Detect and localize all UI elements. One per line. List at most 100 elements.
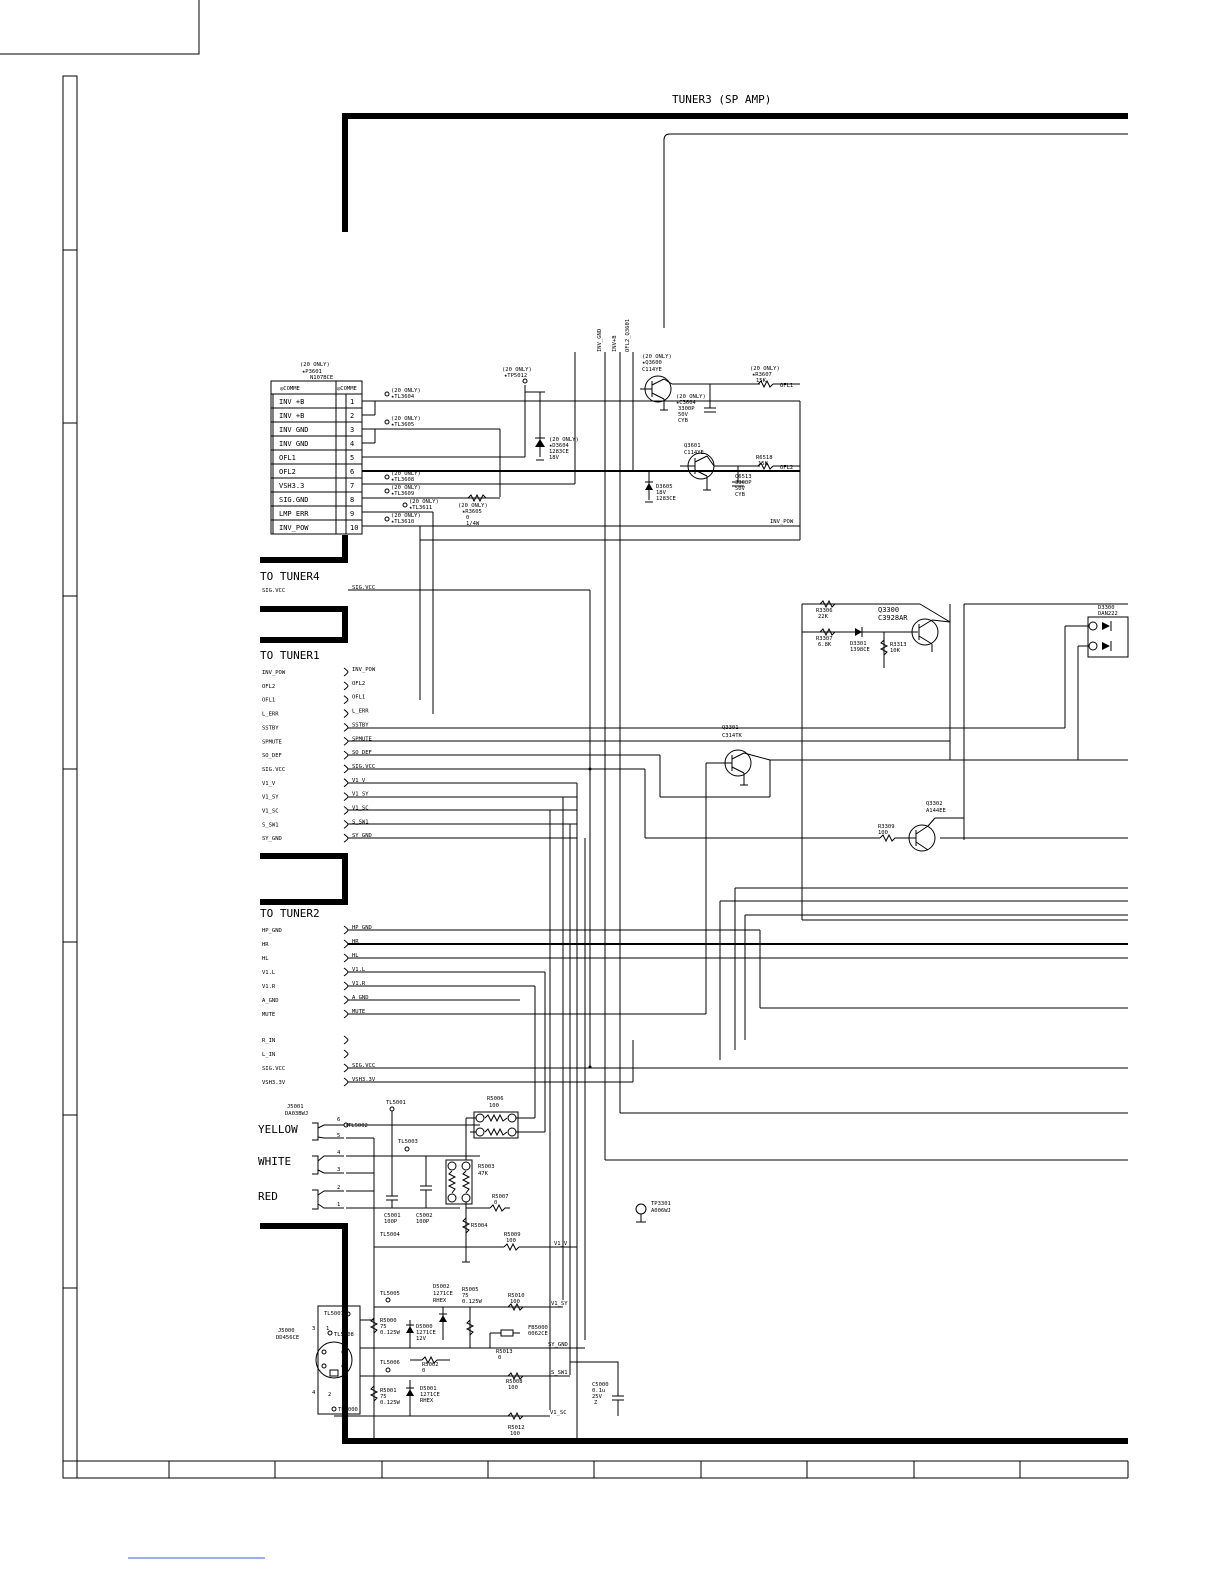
c3604-label: (20 ONLY)	[676, 394, 706, 400]
d3301-part: 1398CE	[850, 647, 870, 653]
tuner1-port-label: INV_POW	[262, 670, 286, 676]
pin-6: 6	[337, 1117, 340, 1123]
pin-5: 5	[337, 1133, 340, 1139]
r3607-ref: ★R3607	[752, 372, 772, 378]
tuner4-port: SIG.VCC	[262, 588, 285, 594]
tp3301-part: A006WJ	[651, 1208, 671, 1214]
connector-wiring: (20 ONLY) ★TL3604 (20 ONLY) ★TL3605 (20 …	[362, 352, 801, 714]
tp3301-label: TP3301	[651, 1201, 671, 1207]
c5000-label: C5000	[592, 1382, 609, 1388]
connector-pin-name: INV +B	[279, 398, 304, 406]
r3605-value: 0	[466, 515, 469, 521]
tuner4-group: TO TUNER4 SIG.VCC SIG.VCC	[260, 570, 591, 1067]
tuner2-net-label: HL	[352, 953, 359, 959]
c6513-type: CYB	[735, 492, 746, 498]
r5010-value: 100	[510, 1299, 520, 1305]
r3605-label: (20 ONLY)	[458, 503, 488, 509]
d3300-label: D3300	[1098, 605, 1115, 611]
tuner2-net-label: VSH3.3V	[352, 1077, 376, 1083]
tuner4-title: TO TUNER4	[260, 570, 320, 583]
r5000-label: R5000	[380, 1318, 397, 1324]
connector-pin-name: OFL1	[279, 454, 296, 462]
c6513-cap: 3300P	[735, 480, 752, 486]
tl5006-label: TL5006	[380, 1360, 400, 1366]
r5009-label: R5009	[504, 1232, 521, 1238]
connector-part: N107BCE	[310, 375, 333, 381]
fb5000-label: FB5000	[528, 1325, 548, 1331]
r5002-value: 0	[422, 1368, 425, 1374]
r5006-label: R5006	[487, 1096, 504, 1102]
j5000-label: J5000	[278, 1328, 295, 1334]
connector-pin-number: 2	[350, 412, 354, 420]
c5002-label: C5002	[416, 1213, 433, 1219]
tl3610-label: (20 ONLY)	[391, 513, 421, 519]
tuner1-port-label: L_ERR	[262, 712, 279, 718]
r5002-label: R5002	[422, 1362, 439, 1368]
tuner1-port-label: SY_GND	[262, 836, 282, 842]
connector-pin-number: 3	[350, 426, 354, 434]
tl3611-ref: ★TL3611	[409, 505, 432, 511]
connector-p3601: (20 ONLY) ★P3601 N107BCE ◎COMME ◎COMME I…	[270, 362, 363, 535]
tuner2-port-label: A_GND	[262, 998, 279, 1004]
tl3608-label: (20 ONLY)	[391, 471, 421, 477]
r3307-value: 6.8K	[818, 642, 832, 648]
tl5004-label: TL5004	[380, 1232, 401, 1238]
c6513-label: C6513	[735, 474, 752, 480]
q3300-part: C3928AR	[878, 614, 908, 622]
connector-pin-name: INV GND	[279, 426, 309, 434]
d3604-value: 18V	[549, 455, 560, 461]
pin-1: 1	[337, 1202, 340, 1208]
tl3604-ref: ★TL3604	[391, 394, 415, 400]
bus-label-ofl2-q3601: OFL2_Q3601	[625, 319, 631, 352]
j5000-pin-6: 6	[344, 1376, 347, 1382]
tuner2-net-label: A_GND	[352, 995, 369, 1001]
r3605-power: 1/4W	[466, 521, 480, 527]
d3605-label: D3605	[656, 484, 673, 490]
tuner1-net-label: OFL2	[352, 681, 365, 687]
tuner2-port-label: V1.L	[262, 970, 276, 976]
tl3610-ref: ★TL3610	[391, 519, 414, 525]
q3300-section: R3306 22K R3307 6.8K D3301 1398CE R3313 …	[705, 599, 1129, 1014]
tuner2-title: TO TUNER2	[260, 907, 320, 920]
tuner1-net-label: INV_POW	[352, 667, 376, 673]
tl5003-label: TL5003	[398, 1139, 418, 1145]
tl3609-ref: ★TL3609	[391, 491, 414, 497]
r5007-label: R5007	[492, 1194, 509, 1200]
r6518-label: R6518	[756, 455, 773, 461]
j5000-pin-3: 3	[312, 1326, 315, 1332]
tl3609-label: (20 ONLY)	[391, 485, 421, 491]
c5002-value: 100P	[416, 1219, 430, 1225]
vertical-buses: INV_GND INV+B OFL2_Q3601	[597, 319, 1128, 1161]
j5001-part: DA03BWJ	[285, 1111, 308, 1117]
tuner1-net-label: L_ERR	[352, 709, 369, 715]
d3300-part: DAN222	[1098, 611, 1118, 617]
jack-red: RED	[258, 1190, 278, 1203]
d3301-label: D3301	[850, 641, 867, 647]
r5005-value: 75	[462, 1293, 469, 1299]
tuner2-port-label: MUTE	[262, 1012, 275, 1018]
tp5012-label: (20 ONLY)	[502, 367, 532, 373]
connector-pin-number: 10	[350, 524, 358, 532]
c3604-ref: ★C3604	[676, 400, 697, 406]
r3309-value: 100	[878, 830, 888, 836]
r5000-value: 75	[380, 1324, 387, 1330]
c3604-type: CYB	[678, 418, 689, 424]
d5000-part: 1271CE	[416, 1330, 436, 1336]
tl5008-label: TL5008	[334, 1332, 354, 1338]
tl3604-label: (20 ONLY)	[391, 388, 421, 394]
tuner1-port-label: SPMUTE	[262, 739, 282, 745]
net-inv-pow: INV_POW	[770, 519, 794, 525]
r3313-value: 10K	[890, 648, 901, 654]
module-boundary	[260, 113, 1128, 1444]
r5001-power: 0.125W	[380, 1400, 401, 1406]
q3600-part: C114YE	[642, 367, 662, 373]
d3604-label: (20 ONLY)	[549, 437, 579, 443]
j5001-label: J5001	[287, 1104, 304, 1110]
tl5002-label: TL5002	[348, 1123, 368, 1129]
d5000-label: D5000	[416, 1324, 433, 1330]
c3604-volt: 50V	[678, 412, 689, 418]
diagram-title: TUNER3 (SP AMP)	[672, 93, 771, 106]
r3605-ref: ★R3605	[462, 509, 482, 515]
